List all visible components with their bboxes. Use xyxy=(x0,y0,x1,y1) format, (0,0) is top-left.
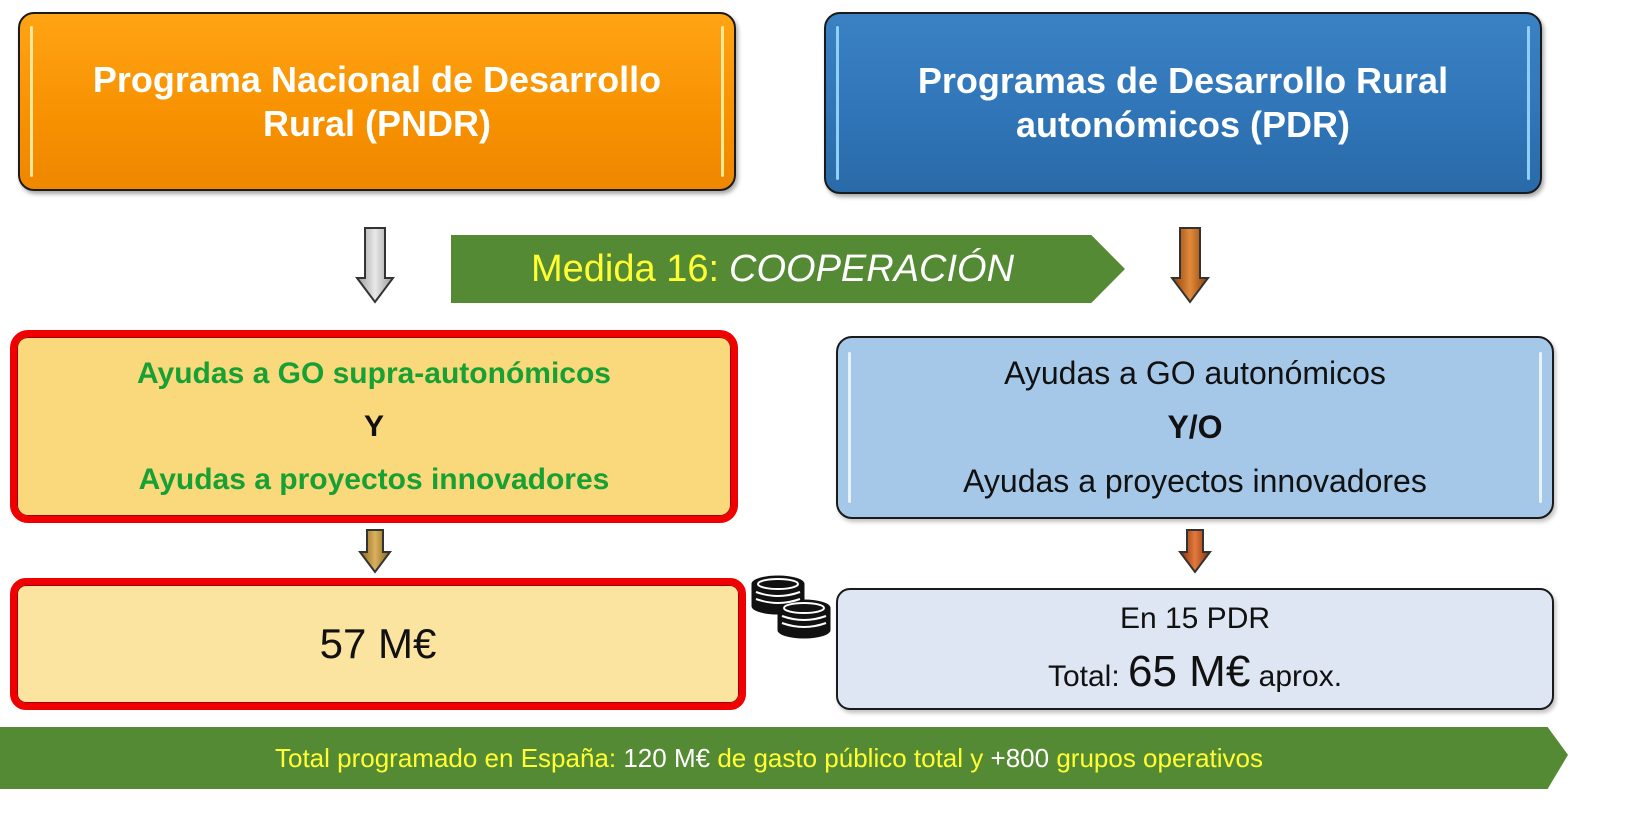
down-arrow-icon xyxy=(355,227,395,304)
autonomic-aid-box: Ayudas a GO autonómicos Y/O Ayudas a pro… xyxy=(836,336,1554,519)
pdr-count: En 15 PDR xyxy=(1119,601,1271,635)
pdr-title-line2: autonómicos (PDR) xyxy=(1015,104,1350,145)
box-edge-highlight xyxy=(836,26,839,180)
box-edge-highlight xyxy=(721,26,724,177)
pdr-total-amount: 65 M€ xyxy=(1128,646,1251,696)
pndr-budget-box: 57 M€ xyxy=(10,578,746,710)
pndr-title: Programa Nacional de Desarrollo Rural (P… xyxy=(93,58,661,146)
aid-line-projects: Ayudas a proyectos innovadores xyxy=(963,463,1427,500)
pndr-budget-amount: 57 M€ xyxy=(319,620,437,667)
box-edge-highlight xyxy=(1527,26,1530,180)
pndr-title-line2: Rural (PNDR) xyxy=(262,102,491,144)
summary-text-3: grupos operativos xyxy=(1056,742,1264,773)
box-edge-highlight xyxy=(1539,352,1542,503)
summary-banner: Total programado en España: 120 M€ de ga… xyxy=(0,727,1568,789)
measure-banner: Medida 16: COOPERACIÓN xyxy=(451,235,1125,303)
supra-autonomic-aid-box: Ayudas a GO supra-autonómicos Y Ayudas a… xyxy=(10,330,738,523)
measure-code: Medida 16: xyxy=(531,247,720,290)
pndr-title-line1: Programa Nacional de Desarrollo xyxy=(92,58,662,100)
pdr-total-suffix: aprox. xyxy=(1258,659,1343,693)
summary-amount: 120 M€ xyxy=(623,742,711,773)
diagram: Programa Nacional de Desarrollo Rural (P… xyxy=(0,12,1568,789)
pdr-box: Programas de Desarrollo Rural autonómico… xyxy=(824,12,1542,194)
aid-line-go: Ayudas a GO autonómicos xyxy=(1004,354,1386,391)
pdr-title: Programas de Desarrollo Rural autonómico… xyxy=(918,59,1448,147)
box-edge-highlight xyxy=(848,352,851,503)
box-edge-highlight xyxy=(30,26,33,177)
summary-groups-count: +800 xyxy=(990,742,1050,773)
pndr-box: Programa Nacional de Desarrollo Rural (P… xyxy=(18,12,736,191)
aid-connector: Y/O xyxy=(1167,408,1223,445)
aid-line-go: Ayudas a GO supra-autonómicos xyxy=(137,356,611,390)
pdr-total-label: Total: xyxy=(1047,659,1120,693)
down-arrow-icon xyxy=(1178,529,1212,574)
coins-icon xyxy=(751,575,831,639)
measure-name: COOPERACIÓN xyxy=(729,247,1015,290)
summary-text-1: Total programado en España: xyxy=(274,742,617,773)
pdr-total: Total: 65 M€ aprox. xyxy=(1048,647,1342,697)
pdr-title-line1: Programas de Desarrollo Rural xyxy=(917,60,1449,102)
aid-connector: Y xyxy=(363,409,384,443)
aid-line-projects: Ayudas a proyectos innovadores xyxy=(138,462,610,496)
down-arrow-icon xyxy=(1170,227,1210,304)
summary-text-2: de gasto público total y xyxy=(717,742,984,773)
down-arrow-icon xyxy=(358,529,392,574)
pdr-budget-box: En 15 PDR Total: 65 M€ aprox. xyxy=(836,588,1554,710)
